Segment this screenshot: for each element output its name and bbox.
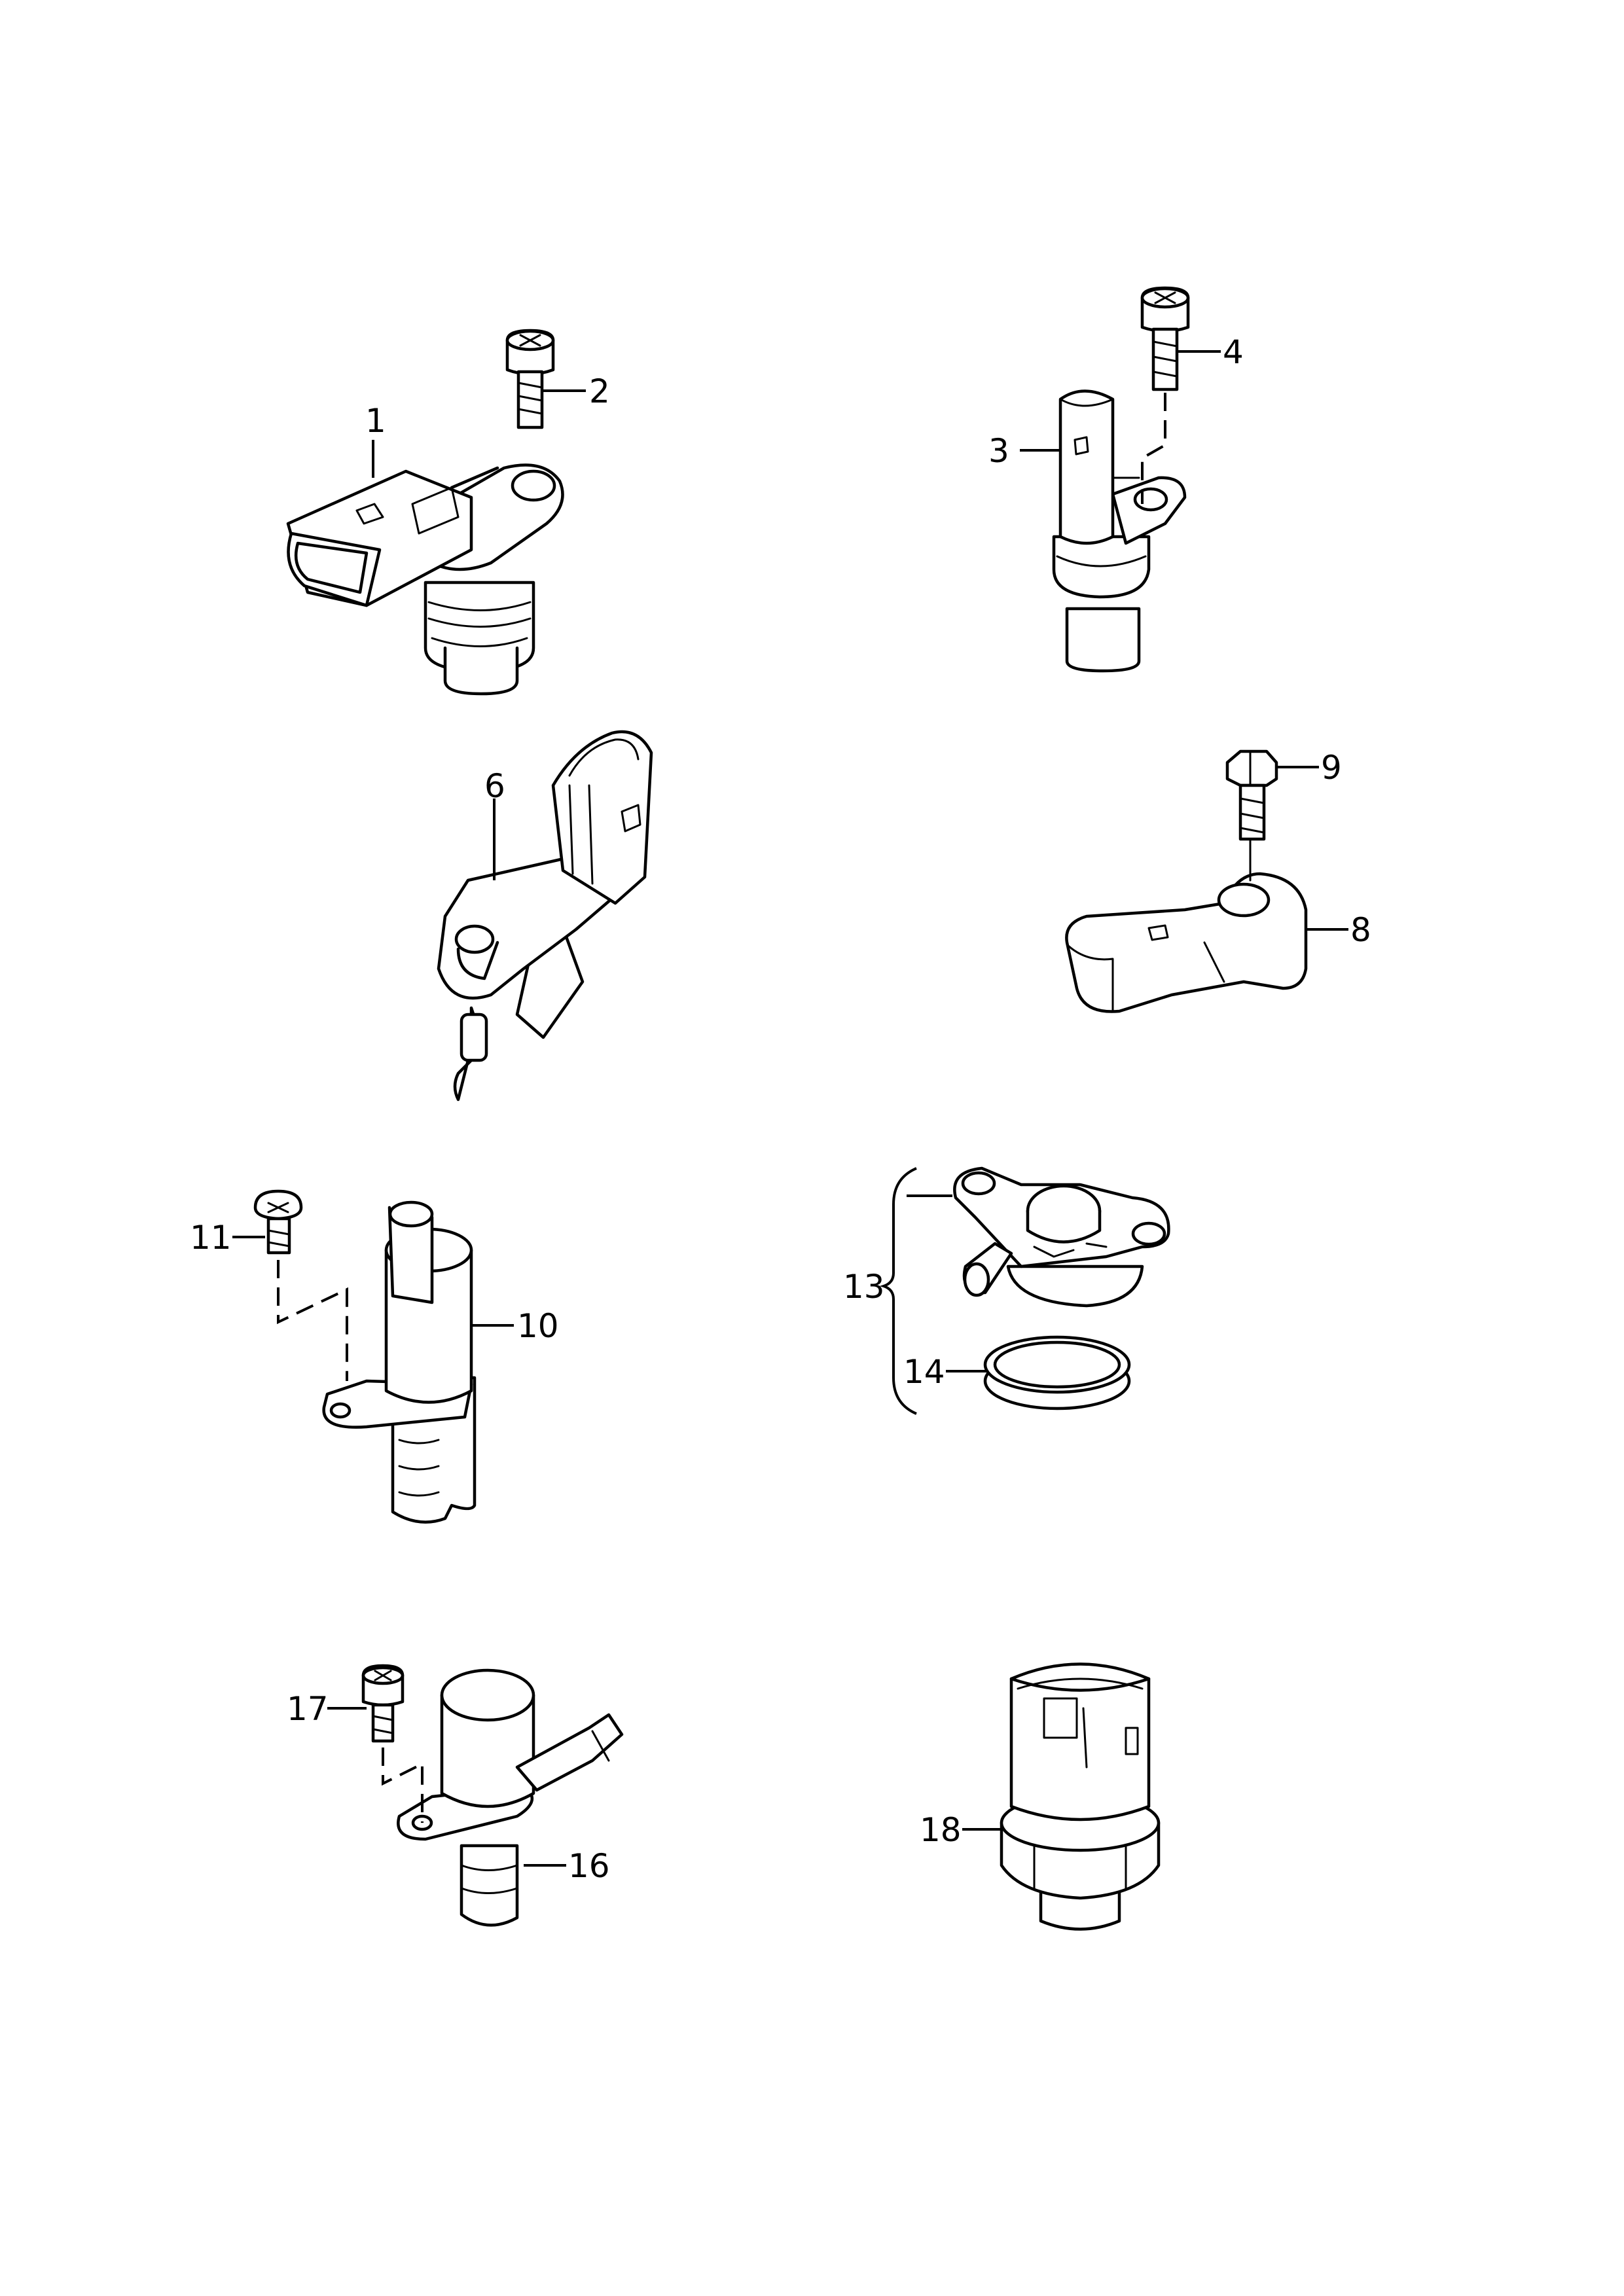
callout-16: 16 <box>568 1847 610 1885</box>
part-16-valve[interactable] <box>397 1668 624 1927</box>
part-18-callout: 18 <box>920 1811 1001 1849</box>
part-2-callout: 2 <box>543 372 610 410</box>
part-1-sensor[interactable] <box>286 463 564 696</box>
part-10-valve[interactable] <box>322 1200 477 1524</box>
part-2-screw[interactable] <box>505 329 555 429</box>
part-11-callout: 11 <box>190 1219 265 1257</box>
callout-18: 18 <box>920 1811 962 1849</box>
callout-11: 11 <box>190 1219 232 1257</box>
callout-14: 14 <box>903 1353 945 1391</box>
part-6-callout: 6 <box>484 767 505 880</box>
part-6-sensor[interactable] <box>437 730 653 1102</box>
part-4-screw[interactable] <box>1140 286 1190 391</box>
part-8-callout: 8 <box>1306 911 1371 949</box>
part-3-sensor[interactable] <box>1052 389 1187 673</box>
part-18-switch[interactable] <box>1000 1662 1161 1931</box>
part-14-seal[interactable] <box>983 1335 1131 1410</box>
part-17-callout: 17 <box>287 1690 367 1728</box>
part-17-screw[interactable] <box>361 1664 405 1743</box>
callout-8: 8 <box>1350 911 1371 949</box>
part-13-callout: 13 <box>843 1167 952 1415</box>
part-8-sensor[interactable] <box>1065 872 1308 1013</box>
callout-17: 17 <box>287 1690 329 1728</box>
part-13-sensor[interactable] <box>953 1166 1170 1308</box>
part-4-callout: 4 <box>1178 333 1244 371</box>
part-4-install-path <box>1141 393 1166 504</box>
callout-4: 4 <box>1223 333 1244 371</box>
part-17-install-path <box>382 1748 424 1823</box>
part-16-callout: 16 <box>524 1847 610 1885</box>
part-9-bolt[interactable] <box>1225 749 1278 882</box>
part-11-install-path <box>277 1260 348 1381</box>
part-14-callout: 14 <box>903 1353 988 1391</box>
callout-13: 13 <box>843 1268 885 1306</box>
part-3-callout: 3 <box>988 432 1060 470</box>
part-9-callout: 9 <box>1276 749 1342 787</box>
part-1-callout: 1 <box>365 402 386 478</box>
callout-9: 9 <box>1321 749 1342 787</box>
callout-2: 2 <box>589 372 610 410</box>
callout-1: 1 <box>365 402 386 440</box>
part-10-callout: 10 <box>471 1307 559 1345</box>
part-11-screw[interactable] <box>253 1189 303 1255</box>
callout-3: 3 <box>988 432 1009 470</box>
callout-10: 10 <box>517 1307 559 1345</box>
callout-6: 6 <box>484 767 505 805</box>
